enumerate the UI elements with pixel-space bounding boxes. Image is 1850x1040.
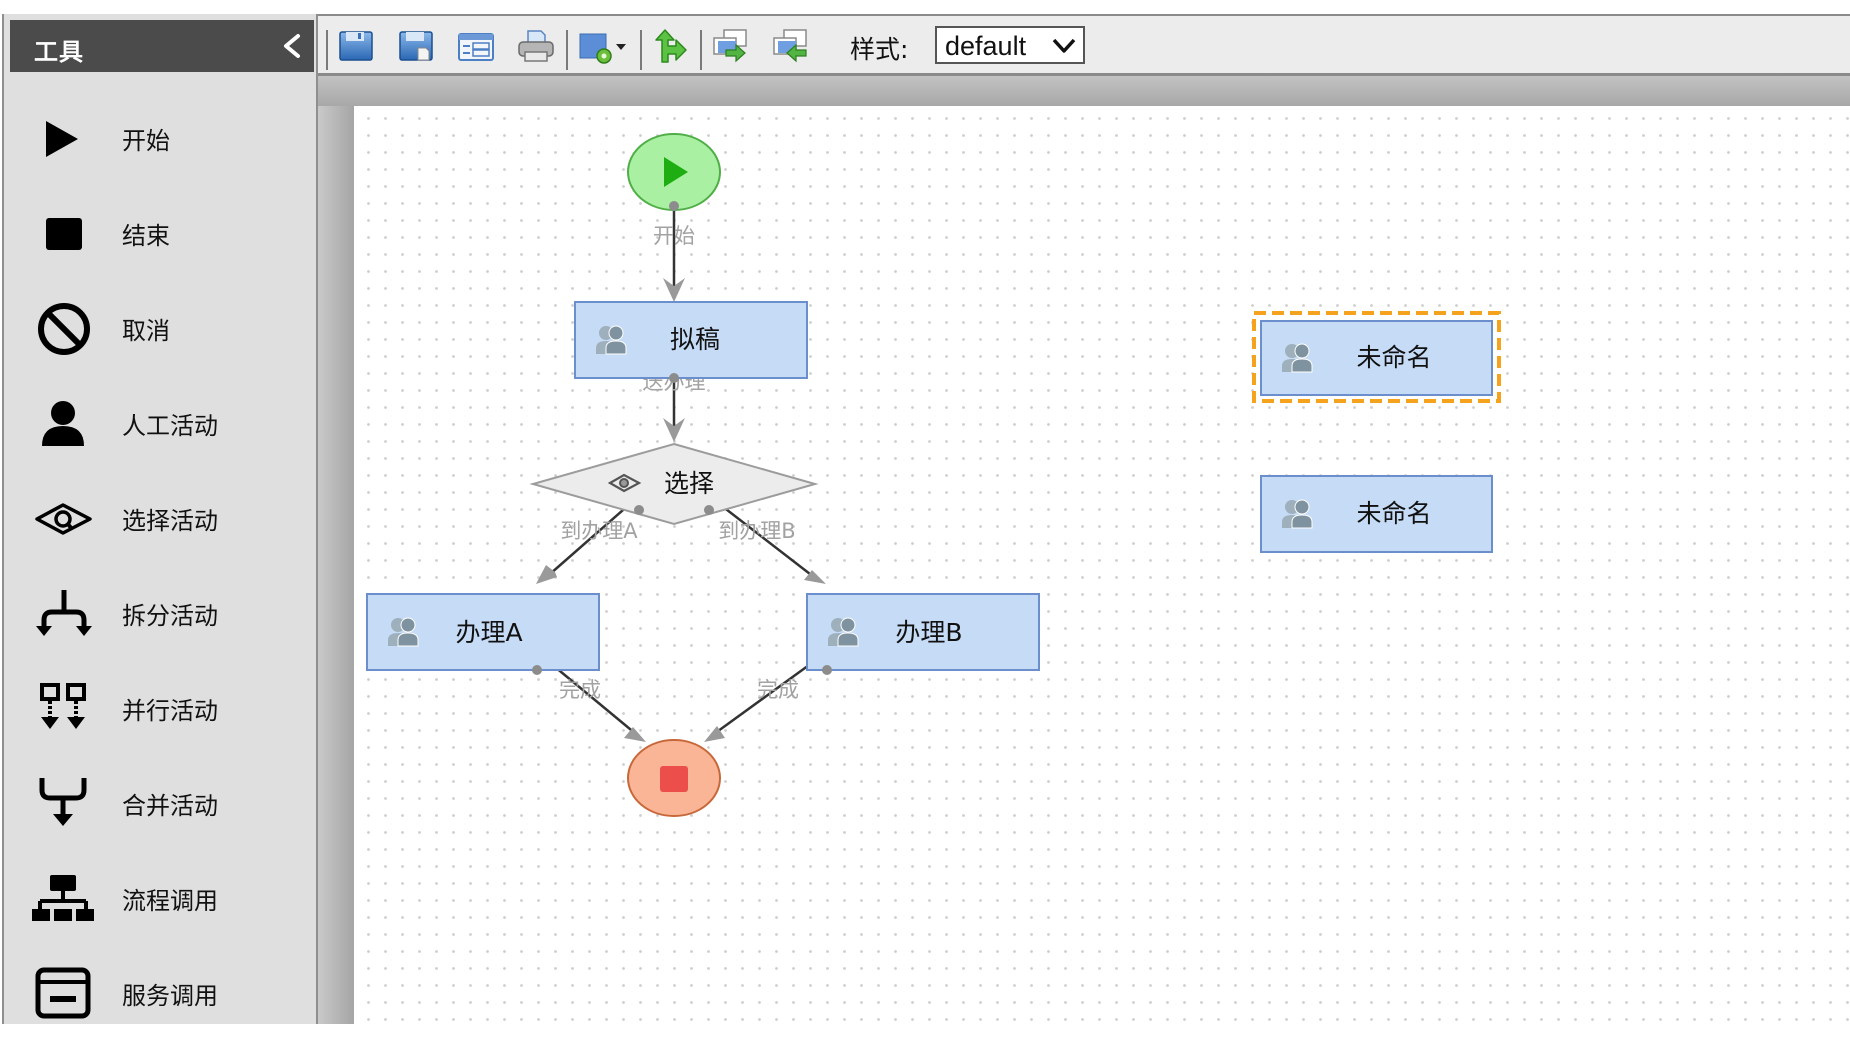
tool-palette: 工具 开始 结束 取消 人工活动 — [2, 14, 318, 1024]
merge-icon — [39, 778, 87, 826]
tool-label: 开始 — [122, 127, 170, 155]
cancel-icon — [38, 303, 90, 355]
canvas-border — [318, 106, 354, 1024]
tool-palette-title: 工具 — [34, 38, 84, 66]
tool-end[interactable]: 结束 — [4, 188, 316, 280]
tool-label: 取消 — [122, 317, 170, 345]
start-node[interactable] — [627, 133, 721, 211]
task-label: 办理B — [895, 618, 962, 647]
tool-label: 流程调用 — [122, 887, 218, 915]
diagram-canvas[interactable]: 开始 送办理 到办理A 到办理B 完成 — [354, 106, 1850, 1024]
tool-label: 合并活动 — [122, 792, 218, 820]
tool-start[interactable]: 开始 — [4, 93, 316, 185]
task-node-handle-b[interactable]: 办理B — [806, 593, 1040, 675]
tool-label: 服务调用 — [122, 982, 218, 1010]
tool-label: 拆分活动 — [122, 602, 218, 630]
choice-icon — [35, 503, 92, 535]
decision-label: 选择 — [664, 469, 714, 498]
edge-label: 开始 — [653, 224, 695, 248]
task-label: 未命名 — [1356, 499, 1431, 528]
stop-icon — [46, 218, 82, 250]
decision-node-choose[interactable]: 选择 — [529, 442, 819, 526]
arrowhead-icon — [663, 278, 685, 302]
arrowhead-icon — [704, 726, 725, 742]
tool-choice-activity[interactable]: 选择活动 — [4, 473, 316, 565]
edge-label: 完成 — [757, 678, 799, 702]
add-shape-dropdown-icon[interactable] — [576, 28, 632, 64]
tool-manual-activity[interactable]: 人工活动 — [4, 378, 316, 470]
tool-palette-header: 工具 — [10, 20, 314, 72]
tool-process-call[interactable]: 流程调用 — [4, 853, 316, 945]
edge-choose-handleB[interactable]: 到办理B — [704, 491, 826, 584]
chevron-left-icon[interactable] — [276, 30, 308, 62]
play-icon — [46, 121, 78, 157]
tool-service-call[interactable]: 服务调用 — [4, 948, 316, 1040]
arrowhead-icon — [663, 418, 685, 442]
style-select-value: default — [945, 31, 1027, 61]
tool-label: 人工活动 — [122, 412, 218, 440]
style-label: 样式: — [850, 35, 909, 64]
user-icon — [42, 401, 84, 446]
split-icon — [36, 590, 92, 636]
export-icon[interactable] — [710, 28, 750, 64]
task-node-draft[interactable]: 拟稿 — [574, 301, 808, 383]
choice-icon — [607, 473, 642, 493]
task-label: 办理A — [455, 618, 522, 647]
edge-label: 到办理B — [718, 519, 795, 543]
properties-icon[interactable] — [456, 28, 496, 64]
tool-parallel-activity[interactable]: 并行活动 — [4, 663, 316, 755]
chevron-down-icon — [1052, 38, 1076, 53]
process-call-icon — [32, 875, 94, 921]
workflow-diagram: 开始 送办理 到办理A 到办理B 完成 — [366, 133, 1501, 817]
tool-merge-activity[interactable]: 合并活动 — [4, 758, 316, 850]
end-node[interactable] — [627, 739, 721, 817]
toolbar-separator — [326, 30, 328, 70]
task-node-unnamed-1[interactable]: 未命名 — [1252, 311, 1501, 403]
tool-label: 结束 — [122, 222, 170, 250]
play-icon — [664, 157, 688, 187]
arrowhead-icon — [624, 727, 646, 742]
edge-start-draft[interactable]: 开始 — [653, 201, 695, 302]
edge-choose-handleA[interactable]: 到办理A — [536, 491, 644, 584]
task-node-unnamed-2[interactable]: 未命名 — [1260, 475, 1493, 553]
route-icon[interactable] — [650, 28, 690, 64]
style-select[interactable]: default — [935, 26, 1085, 64]
toolbar: 样式: default — [318, 14, 1850, 76]
import-icon[interactable] — [770, 28, 810, 64]
print-icon[interactable] — [516, 28, 556, 64]
service-call-icon — [35, 967, 91, 1019]
save-as-icon[interactable] — [396, 28, 436, 64]
task-node-handle-a[interactable]: 办理A — [366, 593, 600, 675]
toolbar-separator — [640, 30, 642, 70]
tool-label: 并行活动 — [122, 697, 218, 725]
selection-outline — [1252, 311, 1501, 403]
task-label: 未命名 — [1356, 343, 1431, 372]
save-icon[interactable] — [336, 28, 376, 64]
tool-label: 选择活动 — [122, 507, 218, 535]
edge-label: 到办理A — [560, 519, 638, 543]
arrowhead-icon — [804, 570, 826, 584]
parallel-icon — [40, 683, 86, 729]
edge-label: 完成 — [559, 678, 601, 702]
task-label: 拟稿 — [670, 325, 720, 354]
tool-split-activity[interactable]: 拆分活动 — [4, 568, 316, 660]
toolbar-separator — [700, 30, 702, 70]
stop-icon — [660, 766, 688, 792]
toolbar-separator — [566, 30, 568, 70]
tool-cancel[interactable]: 取消 — [4, 283, 316, 375]
